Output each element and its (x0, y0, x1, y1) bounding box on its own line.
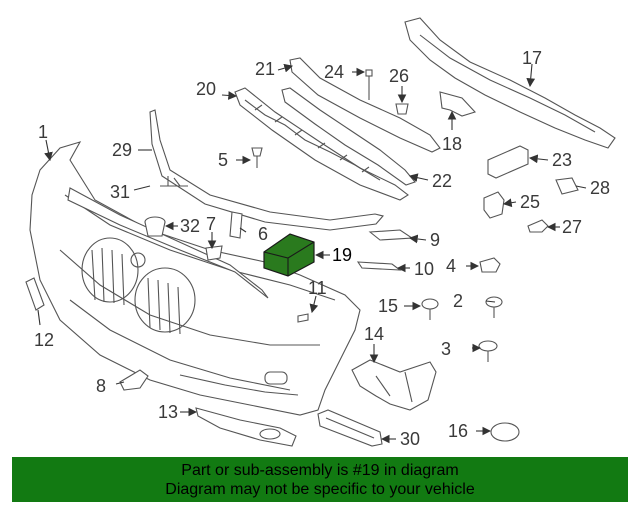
callout-27: 27 (562, 217, 582, 237)
callout-18: 18 (442, 134, 462, 154)
callout-23: 23 (552, 150, 572, 170)
trim-strip-part[interactable] (149, 109, 385, 231)
footer-line-1: Part or sub-assembly is #19 in diagram (181, 462, 459, 479)
callout-22: 22 (432, 171, 452, 191)
callout-29: 29 (112, 140, 132, 160)
callout-15: 15 (378, 296, 398, 316)
strip-10-part[interactable] (356, 261, 402, 271)
clip-4-part[interactable] (479, 257, 501, 273)
fastener-15-part[interactable] (421, 298, 439, 320)
bracket-6-part[interactable] (229, 211, 243, 239)
cap-16-part[interactable] (490, 422, 520, 442)
callout-13: 13 (158, 402, 178, 422)
reinforcement-bar-part[interactable] (404, 17, 616, 149)
air-duct-14-part[interactable] (351, 359, 437, 411)
footer-line-2: Diagram may not be specific to your vehi… (165, 481, 475, 498)
callout-9: 9 (430, 230, 440, 250)
callout-19: 19 (332, 245, 352, 265)
callout-14: 14 (364, 324, 384, 344)
callout-8: 8 (96, 376, 106, 396)
callout-20: 20 (196, 79, 216, 99)
callout-labels: 1 2 3 4 5 6 7 8 9 10 11 12 13 14 15 16 1… (34, 48, 610, 449)
side-panel-12-part[interactable] (25, 277, 45, 311)
fastener-2-part[interactable] (485, 296, 503, 318)
callout-30: 30 (400, 429, 420, 449)
bracket-8-part[interactable] (119, 369, 149, 391)
callout-6: 6 (258, 224, 268, 244)
callout-3: 3 (441, 339, 451, 359)
strip-9-part[interactable] (368, 229, 414, 241)
parts-diagram: 1 2 3 4 5 6 7 8 9 10 11 12 13 14 15 16 1… (25, 17, 616, 449)
callout-17: 17 (522, 48, 542, 68)
bumper-cover-part[interactable] (29, 141, 361, 416)
callout-4: 4 (446, 256, 456, 276)
emblem-mount-31-part[interactable] (160, 176, 188, 187)
fastener-3-part[interactable] (478, 340, 498, 362)
callout-16: 16 (448, 421, 468, 441)
bracket-7-part[interactable] (205, 245, 223, 261)
callout-10: 10 (414, 259, 434, 279)
bolt-5-part[interactable] (251, 147, 263, 168)
callout-28: 28 (590, 178, 610, 198)
callout-21: 21 (255, 59, 275, 79)
callout-2: 2 (453, 291, 463, 311)
highlighted-part-19[interactable] (263, 233, 315, 277)
callout-24: 24 (324, 62, 344, 82)
callout-25: 25 (520, 192, 540, 212)
grommet-32-part[interactable] (144, 216, 166, 237)
bolt-24-part[interactable] (365, 69, 373, 100)
grille-30-part[interactable] (317, 409, 383, 447)
callout-12: 12 (34, 330, 54, 350)
part-11[interactable] (297, 313, 309, 323)
bracket-23-part[interactable] (487, 145, 529, 179)
callout-11: 11 (308, 278, 327, 298)
bracket-18-part[interactable] (439, 91, 476, 117)
footer-banner: Part or sub-assembly is #19 in diagram D… (12, 457, 628, 502)
clip-28-part[interactable] (555, 177, 579, 195)
lower-absorber-part[interactable] (281, 87, 416, 186)
clip-26-part[interactable] (395, 103, 409, 115)
upper-bar-part[interactable] (289, 57, 441, 153)
callout-26: 26 (389, 66, 409, 86)
absorber-bracket-part[interactable] (234, 87, 409, 201)
fog-grille-13-part[interactable] (195, 407, 297, 447)
callout-5: 5 (218, 150, 228, 170)
leader-lines (37, 63, 587, 444)
callout-1: 1 (38, 122, 48, 142)
callout-31: 31 (110, 182, 130, 202)
mount-25-part[interactable] (483, 191, 505, 219)
callout-7: 7 (206, 214, 216, 234)
cap-27-part[interactable] (527, 219, 549, 233)
callout-32: 32 (180, 216, 200, 236)
